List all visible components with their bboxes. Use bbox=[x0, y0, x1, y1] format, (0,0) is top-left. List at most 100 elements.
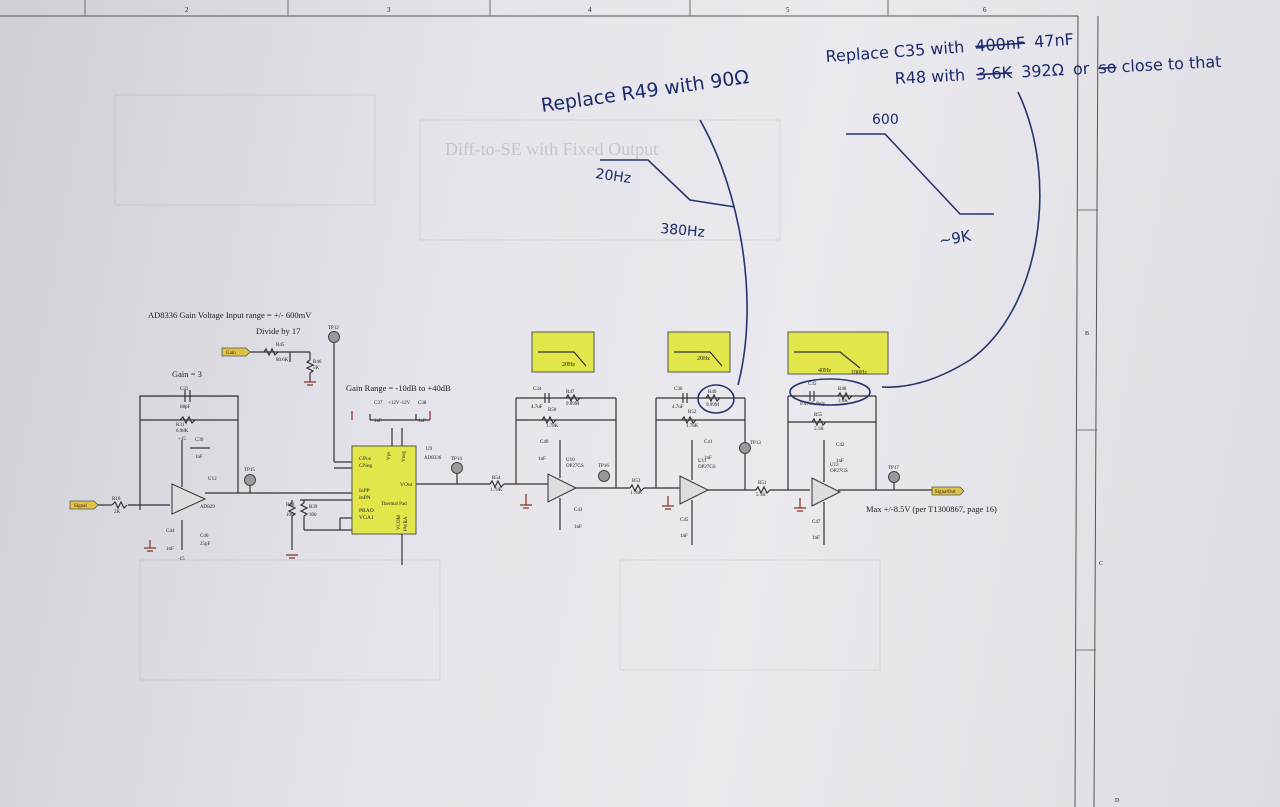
u10-part: OP27GS bbox=[566, 464, 584, 469]
opamp-u13 bbox=[811, 477, 842, 507]
r48-ref: R48 bbox=[838, 387, 847, 392]
border-letter: B bbox=[1085, 331, 1089, 337]
c42-value: 1nF bbox=[836, 459, 844, 464]
c35-ref: C35 bbox=[808, 382, 817, 387]
border-number: 5 bbox=[786, 6, 790, 14]
stage-ad829: C33 68pF R31 6.98K C39 1nF +15 U12 AD829… bbox=[112, 387, 239, 562]
signal-out-port: SignalOut bbox=[931, 486, 965, 496]
c39-ref: C39 bbox=[195, 438, 204, 443]
stage-u10: 20Hz C34 4.7uF R47 9.09M R50 1.78K C40 1… bbox=[515, 331, 643, 530]
border-number: 4 bbox=[588, 6, 592, 14]
u13-part: OP27GS bbox=[830, 469, 848, 474]
circle-c35-r48 bbox=[789, 378, 871, 406]
r38-value: 100 bbox=[286, 513, 294, 518]
r54-value: 1.78K bbox=[490, 488, 503, 493]
border-number: 2 bbox=[185, 6, 189, 14]
r48-or: or bbox=[1072, 59, 1090, 79]
r39-ref: R39 bbox=[309, 505, 318, 510]
u12-part: AD829 bbox=[200, 505, 215, 510]
tp14: TP14 R54 1.78K bbox=[451, 457, 503, 493]
r52-ref: R52 bbox=[688, 410, 697, 415]
r45-ref: R45 bbox=[276, 343, 285, 348]
r48-tail: close to that bbox=[1121, 52, 1222, 76]
u9-pin-inpp: InPP bbox=[359, 488, 370, 494]
u9-pin-gneg: GNeg bbox=[359, 463, 372, 469]
gain-voltage-title: AD8336 Gain Voltage Input range = +/- 60… bbox=[148, 310, 312, 320]
r16-value: 2K bbox=[114, 510, 121, 515]
v-pos12-label: +12V bbox=[388, 401, 400, 406]
tp12-label: TP12 bbox=[328, 326, 339, 331]
u11-part: OP27GS bbox=[698, 465, 716, 470]
r50-value: 1.78K bbox=[546, 424, 559, 429]
r52-value: 1.78K bbox=[686, 424, 699, 429]
replace-c35-prefix: Replace C35 with bbox=[825, 37, 965, 66]
c47-value: 1nF bbox=[812, 536, 820, 541]
c40-value: 1nF bbox=[538, 457, 546, 462]
c34-value: 4.7uF bbox=[531, 405, 543, 410]
tp16 bbox=[598, 470, 610, 482]
r50-ref: R50 bbox=[548, 408, 557, 413]
tp15-label: TP15 bbox=[244, 468, 255, 473]
v-neg12-label: -12V bbox=[400, 401, 411, 406]
signal-port: Signal bbox=[69, 500, 99, 510]
c42-ref: C42 bbox=[836, 443, 845, 448]
r39-value: 300 bbox=[309, 513, 317, 518]
u9-pin-pwra: PWRA bbox=[404, 516, 409, 531]
v-pos15-label: +15 bbox=[178, 437, 186, 442]
c41-value: 1nF bbox=[704, 456, 712, 461]
r46-ref: R46 bbox=[313, 360, 322, 365]
r48-new-value: 392Ω bbox=[1021, 60, 1065, 81]
c40-ref: C40 bbox=[540, 440, 549, 445]
c35-new-value: 47nF bbox=[1033, 30, 1074, 52]
faded-title: Diff-to-SE with Fixed Output bbox=[445, 139, 658, 159]
sketch-rolloff-2 bbox=[846, 133, 994, 215]
r51-value: 5.1K bbox=[756, 493, 766, 498]
v-neg15-label: -15 bbox=[178, 557, 185, 562]
c45-value: 1nF bbox=[680, 534, 688, 539]
opamp-u11 bbox=[679, 475, 710, 505]
r47-ref: R47 bbox=[566, 390, 575, 395]
sketch2-bottom-label: ~9K bbox=[938, 226, 974, 249]
arrow-to-c35-r48 bbox=[881, 91, 1041, 388]
c44-ref: C44 bbox=[166, 529, 175, 534]
gain-port-label: Gain bbox=[226, 351, 236, 356]
tp15: TP15 bbox=[244, 468, 256, 493]
sketch1-high-label: 380Hz bbox=[660, 221, 706, 241]
sketch1-low-label: 20Hz bbox=[594, 166, 632, 187]
u11-ref: U11 bbox=[698, 459, 707, 464]
u9-pin-vps: Vps bbox=[387, 452, 392, 460]
opamp-u12 bbox=[171, 483, 207, 515]
u9-pin-gpos: GPos bbox=[359, 456, 371, 462]
c37-ref: C37 bbox=[374, 401, 383, 406]
output-max-note: Max +/-8.5V (per T1300867, page 16) bbox=[866, 504, 997, 514]
r53-ref: R53 bbox=[632, 479, 641, 484]
c36-ref: C36 bbox=[674, 387, 683, 392]
u9-pin-prao: PRAO bbox=[359, 508, 374, 514]
u9-pin-vneg: Vneg bbox=[402, 451, 407, 462]
sketch2-top-label: 600 bbox=[872, 112, 899, 128]
tp14-label: TP14 bbox=[451, 457, 462, 462]
tp16-label: TP16 bbox=[598, 464, 609, 469]
c46-ref: C46 bbox=[200, 534, 209, 539]
u9-part: AD8336 bbox=[424, 456, 442, 461]
replace-c35-note: Replace C35 with 400nF 47nF bbox=[825, 30, 1074, 66]
r48-struck-value: 3.6K bbox=[976, 63, 1013, 84]
c43-ref: C43 bbox=[574, 508, 583, 513]
gain-divider: R45 80.6K R46 5K TP12 bbox=[263, 326, 340, 386]
opamp-u10 bbox=[547, 473, 578, 503]
c36-value: 4.7uF bbox=[672, 405, 684, 410]
r54-ref: R54 bbox=[492, 476, 501, 481]
c41-ref: C41 bbox=[704, 440, 713, 445]
r53-value: 1.78K bbox=[630, 491, 643, 496]
replace-r49-note: Replace R49 with 90Ω bbox=[540, 66, 751, 117]
tp13 bbox=[739, 442, 751, 454]
c39-value: 1nF bbox=[195, 455, 203, 460]
c33-value: 68pF bbox=[180, 405, 191, 410]
u9-ref: U9 bbox=[426, 447, 433, 452]
border-number: 3 bbox=[387, 6, 391, 14]
u9-pin-inpn: InPN bbox=[359, 495, 371, 501]
r55-ref: R55 bbox=[814, 413, 823, 418]
filter-box-3 bbox=[787, 331, 889, 375]
gain-range-label: Gain Range = -10dB to +40dB bbox=[346, 383, 451, 393]
